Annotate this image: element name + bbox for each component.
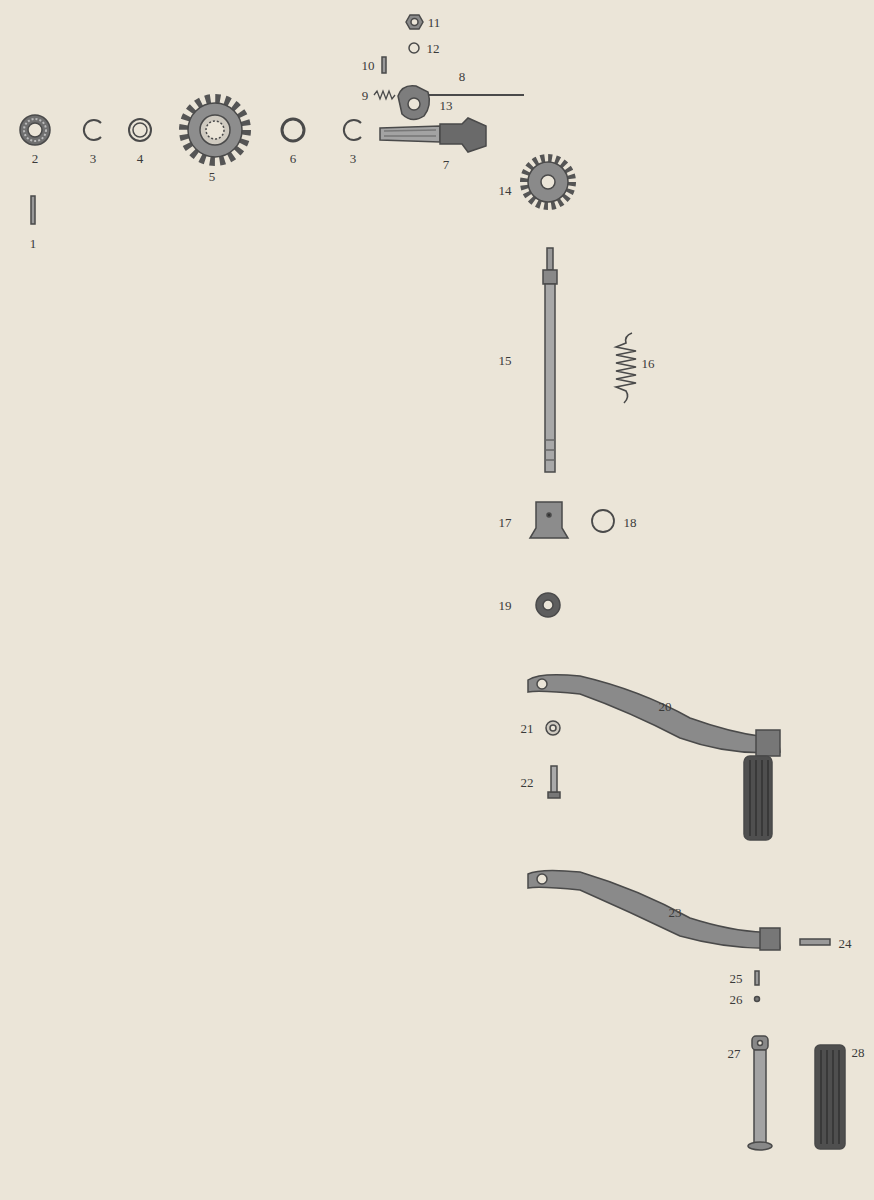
callout-number: 13	[440, 99, 453, 112]
callout-number: 24	[839, 937, 852, 950]
callout-number: 9	[362, 89, 369, 102]
callout-number: 3	[90, 152, 97, 165]
callout-number: 19	[499, 599, 512, 612]
callout-number: 8	[459, 70, 466, 83]
callout-number: 11	[428, 16, 441, 29]
callout-number: 2	[32, 152, 39, 165]
callout-number: 20	[659, 700, 672, 713]
callout-number: 18	[624, 516, 637, 529]
callout-number: 6	[290, 152, 297, 165]
callout-number: 7	[443, 158, 450, 171]
callout-number: 16	[642, 357, 655, 370]
callout-number: 5	[209, 170, 216, 183]
callout-number: 15	[499, 354, 512, 367]
callout-number: 26	[730, 993, 743, 1006]
callout-number: 21	[521, 722, 534, 735]
callout-number: 27	[728, 1047, 741, 1060]
callout-number: 22	[521, 776, 534, 789]
callout-number: 10	[362, 59, 375, 72]
callout-number: 14	[499, 184, 512, 197]
callout-number: 28	[852, 1046, 865, 1059]
callout-number: 12	[427, 42, 440, 55]
callout-number: 25	[730, 972, 743, 985]
callout-number: 4	[137, 152, 144, 165]
callout-number: 23	[669, 906, 682, 919]
callout-number: 17	[499, 516, 512, 529]
callout-number: 3	[350, 152, 357, 165]
callout-number: 1	[30, 237, 37, 250]
